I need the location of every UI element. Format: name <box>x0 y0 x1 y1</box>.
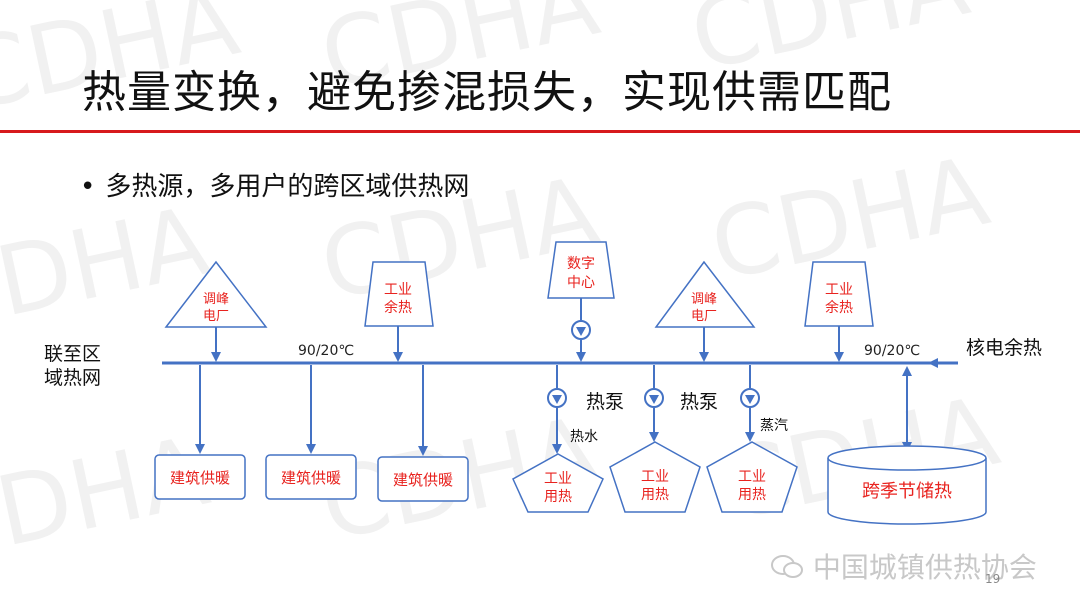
account-name: 中国城镇供热协会 <box>812 551 1037 584</box>
bullet-item: • 多热源，多用户的跨区域供热网 <box>80 166 469 203</box>
consumer-label: 工业 <box>738 469 766 485</box>
heat-pump-label-1: 热泵 <box>586 391 624 413</box>
consumer-building-heating-2: 建筑供暖 <box>265 365 357 500</box>
wechat-icon <box>771 555 803 578</box>
consumer-label: 用热 <box>641 487 669 503</box>
bullet-dot-icon: • <box>80 172 96 202</box>
temp-label-right: 90/20℃ <box>864 343 920 359</box>
heat-pump-label-2: 热泵 <box>680 391 718 413</box>
source-label: 余热 <box>825 299 853 316</box>
consumer-building-heating-3: 建筑供暖 <box>377 365 469 502</box>
source-label: 工业 <box>384 282 412 298</box>
source-label: 电厂 <box>203 309 229 324</box>
seasonal-storage: 跨季节储热 <box>827 366 987 525</box>
steam-label: 蒸汽 <box>760 418 788 434</box>
hot-water-label: 热水 <box>570 429 598 445</box>
source-label: 数字 <box>567 256 595 272</box>
source-label: 调峰 <box>203 292 229 307</box>
source-label: 余热 <box>384 299 412 316</box>
consumer-label: 工业 <box>544 471 572 487</box>
temp-label-left: 90/20℃ <box>298 343 354 359</box>
source-label: 电厂 <box>691 309 717 324</box>
consumer-building-heating-1: 建筑供暖 <box>154 365 246 500</box>
source-label: 工业 <box>825 282 853 298</box>
consumer-label: 用热 <box>738 487 766 503</box>
left-network-label-2: 域热网 <box>44 367 101 389</box>
consumer-label: 建筑供暖 <box>281 469 341 487</box>
consumer-label: 用热 <box>544 489 572 505</box>
right-nuclear-label: 核电余热 <box>966 337 1042 359</box>
page-number: 19 <box>985 572 1001 586</box>
consumer-label: 建筑供暖 <box>170 469 230 487</box>
source-industrial-waste-1: 工业 余热 <box>364 261 434 362</box>
consumer-industrial-2: 工业 用热 <box>609 365 701 513</box>
source-label: 调峰 <box>691 292 717 307</box>
source-industrial-waste-2: 工业 余热 <box>804 261 874 362</box>
slide-title: 热量变换，避免掺混损失，实现供需匹配 <box>82 67 892 118</box>
consumer-label: 建筑供暖 <box>393 471 453 489</box>
bullet-text: 多热源，多用户的跨区域供热网 <box>105 172 470 202</box>
source-label: 中心 <box>567 275 595 291</box>
left-network-label-1: 联至区 <box>44 343 101 365</box>
storage-label: 跨季节储热 <box>862 481 952 502</box>
source-peak-plant-1: 调峰 电厂 <box>164 260 268 362</box>
consumer-label: 工业 <box>641 469 669 485</box>
wechat-watermark: 中国城镇供热协会 <box>770 546 1037 586</box>
source-peak-plant-2: 调峰 电厂 <box>654 260 756 362</box>
title-divider <box>0 130 1080 133</box>
source-data-center: 数字 中心 <box>547 241 615 362</box>
consumer-industrial-1: 工业 用热 热水 <box>512 365 604 513</box>
consumer-industrial-3: 工业 用热 蒸汽 <box>706 365 798 513</box>
